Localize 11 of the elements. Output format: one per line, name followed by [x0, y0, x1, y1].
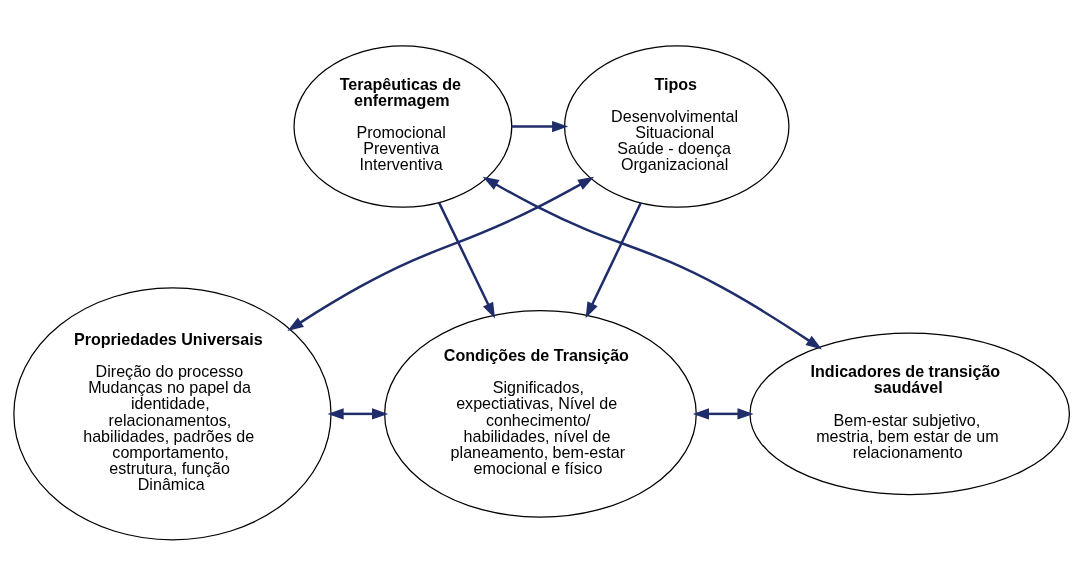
arrow — [437, 202, 496, 319]
arrow — [585, 202, 642, 319]
node-ellipse: Tipos Desenvolvimental Situacional Saúde - doença Organizacional — [563, 45, 790, 208]
arrow — [512, 120, 569, 133]
node-ellipse: Propriedades Universais Direção do processo Mudanças no papel da identidade, relacionamentos, habilidades, padrões de comportamento, estrutura, função Dinâmica — [13, 287, 332, 541]
arrow — [327, 408, 389, 420]
node-ellipse: Condições de Transição Significados, expectiativas, Nível de conhecimento/ habilidades, nível de planeamento, bem-estar emocional e físico — [384, 309, 697, 518]
node-ellipse: Terapêuticas de enfermagem Promocional Preventiva Interventiva — [293, 45, 513, 208]
arrow — [287, 176, 595, 331]
arrow — [482, 176, 823, 350]
arrow — [692, 408, 754, 420]
